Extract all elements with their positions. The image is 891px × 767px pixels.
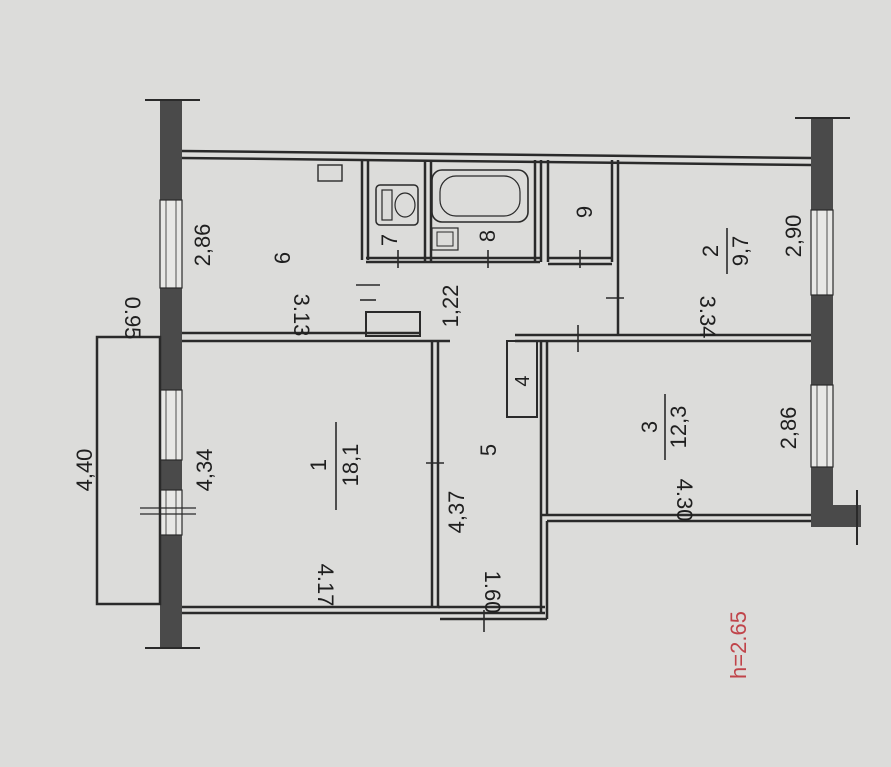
room-labels: 1 18,1 2 9,7 3 12,3 4 5 6 7 8 9 [270,206,753,510]
room9-number: 9 [572,206,597,218]
right-exterior-wall [795,117,861,545]
ceiling-height: h=2.65 [726,611,751,679]
interior-walls [181,149,812,621]
dim-room3-width: 2,86 [776,407,801,450]
dim-balcony-length: 4,40 [72,449,97,492]
toilet-icon [375,184,419,226]
dim-room1-width: 4,34 [192,449,217,492]
room8-number: 8 [475,230,500,242]
dim-balcony-depth: 0.95 [120,297,145,340]
balcony [95,335,162,606]
room1-area: 18,1 [338,444,363,487]
window-room1-a [159,389,183,461]
dimension-labels: 4,40 0.95 2,86 3.13 4,34 4.17 4,37 1.60 … [72,215,806,614]
door-marks [356,250,624,632]
bathtub-icon [431,169,529,223]
dim-room1-length: 4.17 [313,564,338,607]
dim-corridor-length: 4,37 [444,491,469,534]
dim-room2-width: 2,90 [781,215,806,258]
room7-number: 7 [377,234,402,246]
window-room2 [810,209,834,296]
balcony-door [140,489,196,536]
dim-hall-width: 1,22 [438,285,463,328]
room1-number: 1 [306,459,331,471]
dim-room2-length: 3.34 [695,296,720,339]
room3-number: 3 [637,421,662,433]
stove-icon [317,164,343,182]
room6-number: 6 [270,252,295,264]
dim-kitchen-length: 3.13 [289,294,314,337]
room2-area: 9,7 [728,236,753,267]
left-exterior-wall [140,99,200,649]
room2-number: 2 [698,245,723,257]
window-room3 [810,384,834,468]
dim-corridor-width: 1.60 [480,571,505,614]
sink-icon [431,227,459,251]
room4-number: 4 [512,375,534,386]
dim-kitchen-width: 2,86 [190,224,215,267]
window-kitchen [159,199,183,289]
dim-room3-length: 4.30 [672,479,697,522]
room3-area: 12,3 [666,406,691,449]
room5-number: 5 [476,444,501,456]
